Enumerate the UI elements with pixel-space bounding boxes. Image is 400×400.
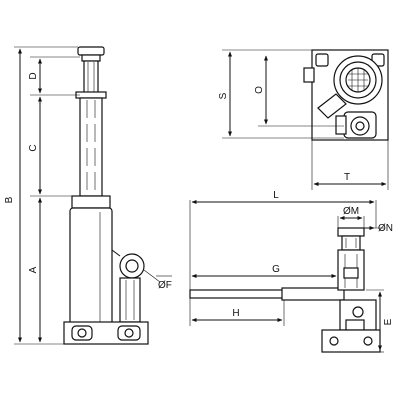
label-n: ØN <box>378 223 393 234</box>
label-d: D <box>28 72 39 79</box>
label-b: B <box>4 196 15 203</box>
label-g: G <box>272 264 280 275</box>
saddle-cap <box>77 46 105 56</box>
label-o: O <box>254 86 265 94</box>
left-dimensions: B D C A ØF <box>4 46 172 345</box>
jack-top-view <box>303 49 389 141</box>
label-l: L <box>273 190 279 201</box>
jack-side-view <box>63 46 149 345</box>
label-s: S <box>218 92 229 99</box>
label-e: E <box>383 318 394 325</box>
label-f: ØF <box>158 280 172 291</box>
top-right-dimensions: S O T <box>218 49 389 190</box>
label-a: A <box>28 266 39 273</box>
cylinder <box>69 207 113 327</box>
handle-bar <box>189 289 285 299</box>
label-c: C <box>28 144 39 151</box>
bottom-right-dimensions: L ØM ØN G H E <box>189 190 394 353</box>
ram <box>79 97 103 197</box>
extension-screw <box>83 60 99 96</box>
jack-front-view <box>189 227 381 353</box>
label-m: ØM <box>343 206 359 217</box>
pump-housing <box>119 277 141 323</box>
label-h: H <box>232 308 239 319</box>
label-t: T <box>344 172 350 183</box>
